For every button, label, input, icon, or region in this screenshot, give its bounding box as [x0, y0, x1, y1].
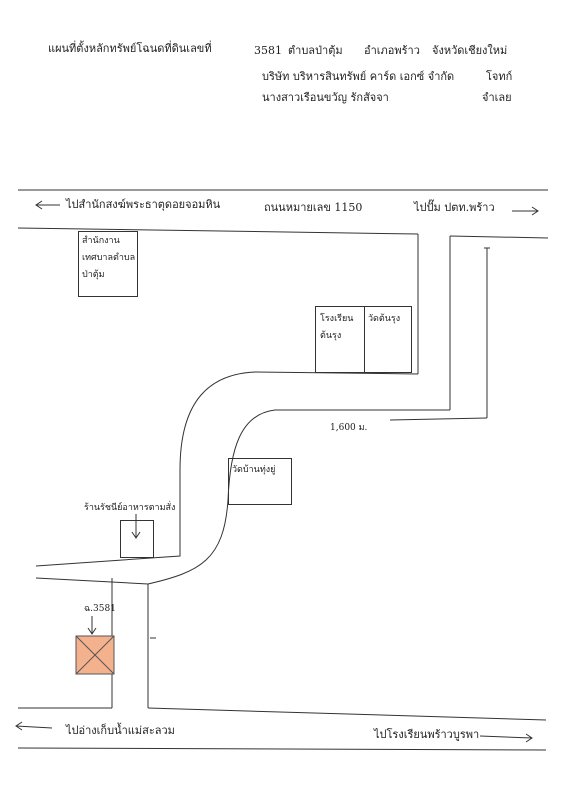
distance-label: 1,600 ม. [330, 423, 368, 433]
side-road-far-bottom [389, 417, 488, 421]
road-label-bottom-right: ไปโรงเรียนพร้าวบูรพา [374, 728, 480, 741]
shop-box [120, 520, 154, 558]
defendant-name: นางสาวเรือนขวัญ รักสัจจา [262, 91, 389, 104]
map-title: แผนที่ตั้งหลักทรัพย์โฉนดที่ดินเลขที่ [48, 42, 212, 55]
road-label-bottom-left: ไปอ่างเก็บน้ำแม่สะลวม [66, 724, 175, 737]
road-label-top-right: ไปปั๊ม ปตท.พร้าว [414, 201, 495, 214]
bottom-road-south [17, 747, 547, 751]
curve-road-outer [35, 371, 419, 567]
office-label-3: ป่าตุ้ม [82, 270, 105, 280]
road-label-1150: ถนนหมายเลข 1150 [264, 201, 363, 214]
shop-label: ร้านรัชนีย์อาหารตามสั่ง [84, 503, 176, 513]
deed-number: 3581 [254, 44, 282, 57]
temple-tonrung-box [364, 306, 412, 373]
school-label-1: โรงเรียน [320, 314, 354, 324]
parcel-label: ฉ.3581 [84, 604, 116, 614]
bottom-road-north-right [147, 707, 547, 721]
district: อำเภอพร้าว [364, 44, 420, 57]
arrow-right-bottom [479, 735, 533, 739]
school-label-2: ต้นรุง [320, 331, 342, 341]
office-box [78, 231, 138, 297]
office-label-2: เทศบาลตำบล [82, 253, 136, 263]
road-label-top-left: ไปสำนักสงฆ์พระธาตุดอยจอมหิน [66, 198, 221, 211]
subdistrict: ตำบลป่าตุ้ม [288, 44, 343, 57]
arrow-left-bottom [15, 725, 53, 729]
plaintiff-role: โจทก์ [486, 70, 513, 83]
defendant-role: จำเลย [482, 91, 512, 104]
parcel-3581 [75, 635, 115, 675]
province: จังหวัดเชียงใหม่ [432, 44, 508, 57]
road-1150-south-edge-left [17, 227, 419, 235]
temple-bantungyu-label: วัดบ้านทุ่งยู่ [232, 465, 276, 475]
plaintiff-name: บริษัท บริหารสินทรัพย์ คาร์ด เอกซ์ จำกัด [262, 70, 455, 83]
temple-bantungyu-box [228, 458, 292, 505]
road-1150-south-edge-right [449, 235, 549, 239]
office-label-1: สำนักงาน [82, 236, 120, 246]
temple-tonrung-label: วัดต้นรุง [368, 314, 401, 324]
